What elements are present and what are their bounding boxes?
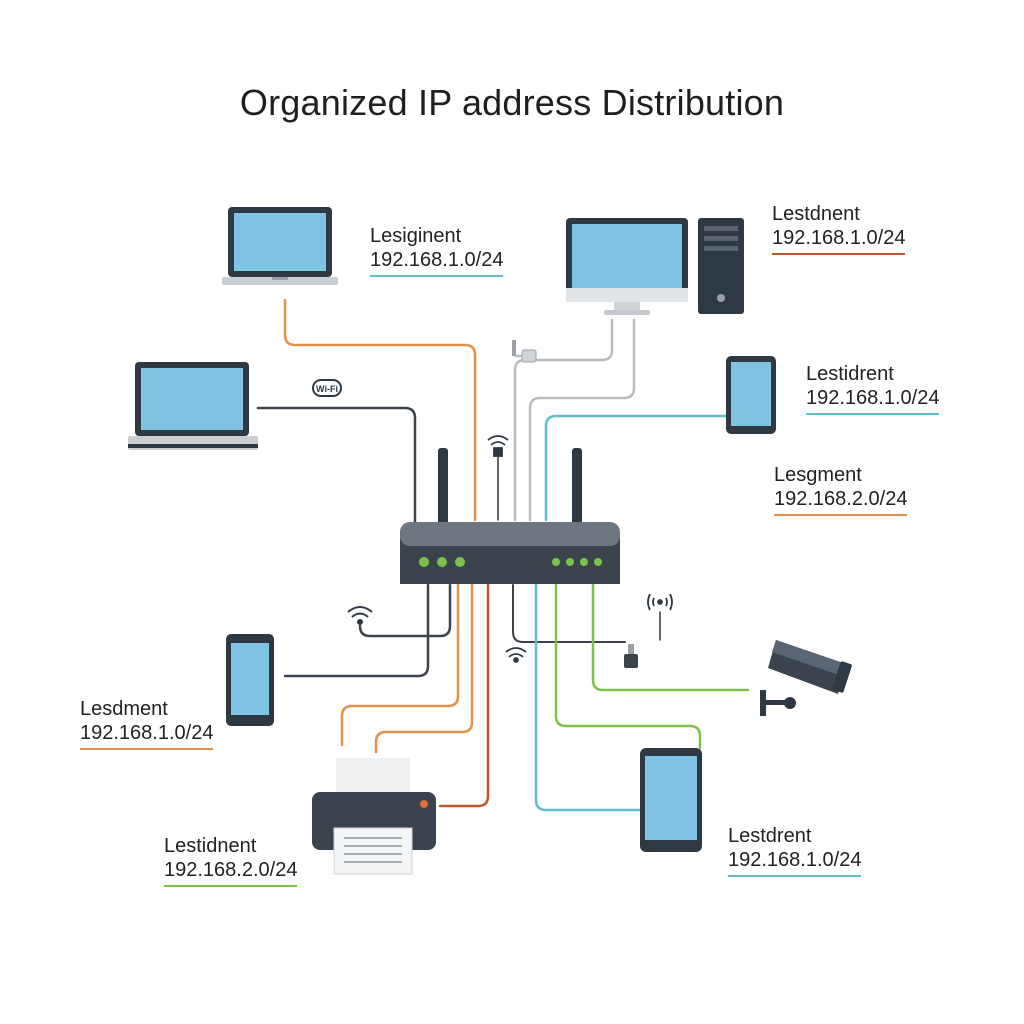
ethernet-connector-icon xyxy=(624,644,638,668)
svg-text:Wi-Fi: Wi-Fi xyxy=(316,384,338,394)
cable-printer-c xyxy=(438,583,490,808)
device-label: Lestdnent 192.168.1.0/24 xyxy=(772,202,906,255)
wifi-badge-icon: Wi-Fi xyxy=(312,379,342,397)
cable-laptop-left xyxy=(256,406,417,527)
ip-subnet: 192.168.1.0/24 xyxy=(370,248,504,277)
ip-subnet: 192.168.1.0/24 xyxy=(772,226,906,255)
cable-connector-bottom xyxy=(512,584,626,643)
cable-desktop-a xyxy=(513,318,614,522)
smartphone-icon xyxy=(226,634,274,726)
device-label: Lestdrent 192.168.1.0/24 xyxy=(728,824,862,877)
device-label-name: Lestdnent xyxy=(772,203,860,225)
security-camera-icon xyxy=(760,640,852,716)
cable-camera xyxy=(591,583,750,692)
cable-phone xyxy=(283,583,430,678)
ip-subnet: 192.168.1.0/24 xyxy=(80,721,214,750)
wifi-icon xyxy=(505,647,527,663)
device-label-name: Lestdrent xyxy=(728,825,812,847)
device-label-name: Lestidnent xyxy=(164,835,257,857)
device-label: Lesiginent 192.168.1.0/24 xyxy=(370,224,504,277)
antenna-signal-icon xyxy=(647,593,673,611)
cable-printer-b xyxy=(374,583,474,754)
ip-subnet: 192.168.2.0/24 xyxy=(774,487,908,516)
wifi-icon xyxy=(487,435,509,457)
laptop-icon xyxy=(128,362,258,450)
device-label-name: Lesdment xyxy=(80,698,168,720)
device-label: Lestidnent 192.168.2.0/24 xyxy=(164,834,298,887)
cable-tablet-right xyxy=(544,414,728,522)
device-label-name: Lesgment xyxy=(774,464,862,486)
tablet-icon xyxy=(726,356,776,434)
device-label-name: Lesiginent xyxy=(370,225,462,247)
desktop-computer-icon xyxy=(566,218,744,315)
ip-subnet: 192.168.1.0/24 xyxy=(806,386,940,415)
wifi-icon xyxy=(347,606,373,625)
cable-wifi-left xyxy=(358,583,452,638)
ip-subnet: 192.168.2.0/24 xyxy=(164,858,298,887)
router-icon xyxy=(400,448,620,584)
diagram-title: Organized IP address Distribution xyxy=(239,82,785,123)
laptop-icon xyxy=(222,207,338,285)
device-label-name: Lestidrent xyxy=(806,363,894,385)
cable-laptop-top xyxy=(283,298,477,522)
ip-subnet: 192.168.1.0/24 xyxy=(728,848,862,877)
ethernet-connector-icon xyxy=(512,340,537,363)
printer-icon xyxy=(312,758,436,875)
device-label: Lesdment 192.168.1.0/24 xyxy=(80,697,214,750)
cable-printer-a xyxy=(340,583,460,747)
device-label: Lestidrent 192.168.1.0/24 xyxy=(806,362,940,415)
cable-tablet-bottom-teal xyxy=(534,583,642,812)
cable-desktop-b xyxy=(528,318,636,522)
cable-tablet-bottom xyxy=(554,583,702,750)
tablet-icon xyxy=(640,748,702,852)
device-label: Lesgment 192.168.2.0/24 xyxy=(774,463,908,516)
